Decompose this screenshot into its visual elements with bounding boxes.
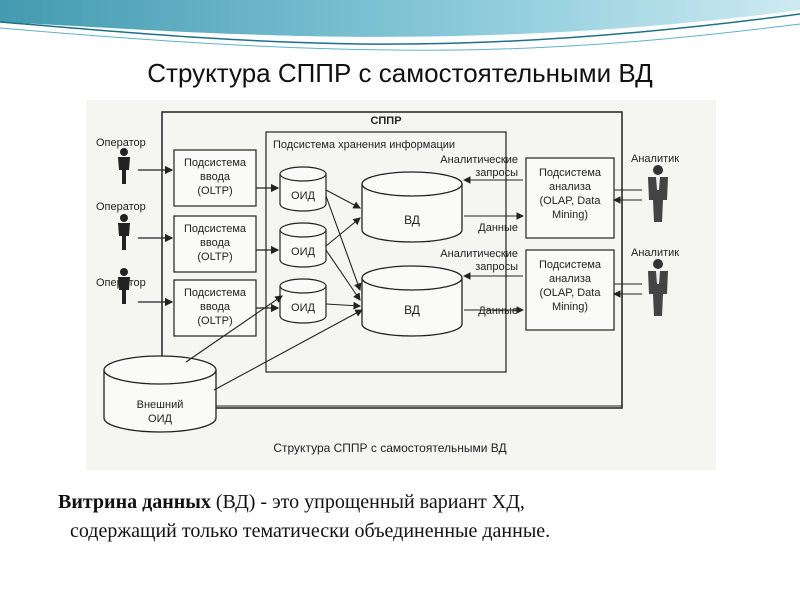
slide-title: Структура СППР с самостоятельными ВД xyxy=(147,58,653,88)
input-subsystem-2-line3: (OLTP) xyxy=(197,251,232,263)
analysis-2-line4: Mining) xyxy=(552,301,588,313)
external-oid-line1: Внешний xyxy=(137,399,184,411)
operator-person-icon-3 xyxy=(118,268,130,304)
input-subsystem-3-line3: (OLTP) xyxy=(197,315,232,327)
analysis-2-line1: Подсистема xyxy=(539,259,602,271)
analyst-person-icon-2 xyxy=(648,259,668,316)
queries-label-bottom-2: запросы xyxy=(475,261,518,273)
analyst-2: Аналитик xyxy=(612,247,679,316)
storage-subsystem-label: Подсистема хранения информации xyxy=(273,139,455,151)
external-oid-line2: ОИД xyxy=(148,413,172,425)
input-subsystem-3-line2: ввода xyxy=(200,301,231,313)
definition-term: Витрина данных xyxy=(58,491,211,513)
input-subsystem-2-line2: ввода xyxy=(200,237,231,249)
analysis-subsystem-2: Подсистема анализа (OLAP, Data Mining) xyxy=(525,249,615,331)
analysis-1-line1: Подсистема xyxy=(539,167,602,179)
definition-text-line1: это упрощенный вариант ХД, xyxy=(272,491,525,513)
storage-subsystem-frame xyxy=(265,131,507,373)
oid-cylinder-2: ОИД xyxy=(279,222,327,268)
analysis-1-line2: анализа xyxy=(549,181,592,193)
operator-2: Оператор xyxy=(96,201,174,250)
vd-cylinder-1: ВД xyxy=(361,171,463,243)
header-wave-decoration xyxy=(0,0,800,51)
figure-caption: Структура СППР с самостоятельными ВД xyxy=(273,441,506,455)
operator-label-2: Оператор xyxy=(96,201,146,213)
operator-person-icon-2 xyxy=(118,214,130,250)
oid-label-1: ОИД xyxy=(291,190,315,202)
analyst-1: Аналитик xyxy=(612,153,679,222)
analysis-1-line3: (OLAP, Data xyxy=(540,195,602,207)
diagram-figure: СППР Подсистема хранения информации Опер… xyxy=(86,100,716,470)
input-subsystem-3-line1: Подсистема xyxy=(184,287,247,299)
input-subsystem-3: Подсистема ввода (OLTP) xyxy=(173,279,257,337)
input-subsystem-1-line2: ввода xyxy=(200,171,231,183)
analyst-label-1: Аналитик xyxy=(631,153,679,165)
operator-1: Оператор xyxy=(96,137,174,184)
analysis-subsystem-1: Подсистема анализа (OLAP, Data Mining) xyxy=(525,157,615,239)
vd-cylinder-2: ВД xyxy=(361,265,463,337)
operator-label-1: Оператор xyxy=(96,137,146,149)
external-oid-cylinder: Внешний ОИД xyxy=(103,355,217,433)
analysis-1-line4: Mining) xyxy=(552,209,588,221)
sppr-diagram: СППР Подсистема хранения информации Опер… xyxy=(96,111,679,455)
analyst-person-icon-1 xyxy=(648,165,668,222)
vd-label-1: ВД xyxy=(404,213,420,227)
definition-text-line2: содержащий только тематически объединенн… xyxy=(70,520,551,542)
analysis-2-line2: анализа xyxy=(549,273,592,285)
analyst-label-2: Аналитик xyxy=(631,247,679,259)
input-subsystem-2-line1: Подсистема xyxy=(184,223,247,235)
operator-person-icon-1 xyxy=(118,148,130,184)
definition-abbr: (ВД) - xyxy=(210,491,273,513)
sppr-label: СППР xyxy=(370,115,401,127)
oid-label-3: ОИД xyxy=(291,302,315,314)
analysis-2-line3: (OLAP, Data xyxy=(540,287,602,299)
oid-cylinder-3: ОИД xyxy=(279,278,327,324)
vd-label-2: ВД xyxy=(404,303,420,317)
queries-label-bottom-1: Аналитические xyxy=(440,248,518,260)
definition-text: Витрина данных (ВД) - это упрощенный вар… xyxy=(58,488,758,546)
oid-cylinder-1: ОИД xyxy=(279,166,327,212)
input-subsystem-1-line1: Подсистема xyxy=(184,157,247,169)
oid-label-2: ОИД xyxy=(291,246,315,258)
operator-3: Оператор xyxy=(96,268,174,307)
data-label-top: Данные xyxy=(478,222,518,234)
input-subsystem-1-line3: (OLTP) xyxy=(197,185,232,197)
input-subsystem-2: Подсистема ввода (OLTP) xyxy=(173,215,257,273)
input-subsystem-1: Подсистема ввода (OLTP) xyxy=(173,149,257,207)
data-label-bottom: Данные xyxy=(478,305,518,317)
queries-label-top-1: Аналитические xyxy=(440,154,518,166)
queries-label-top-2: запросы xyxy=(475,167,518,179)
